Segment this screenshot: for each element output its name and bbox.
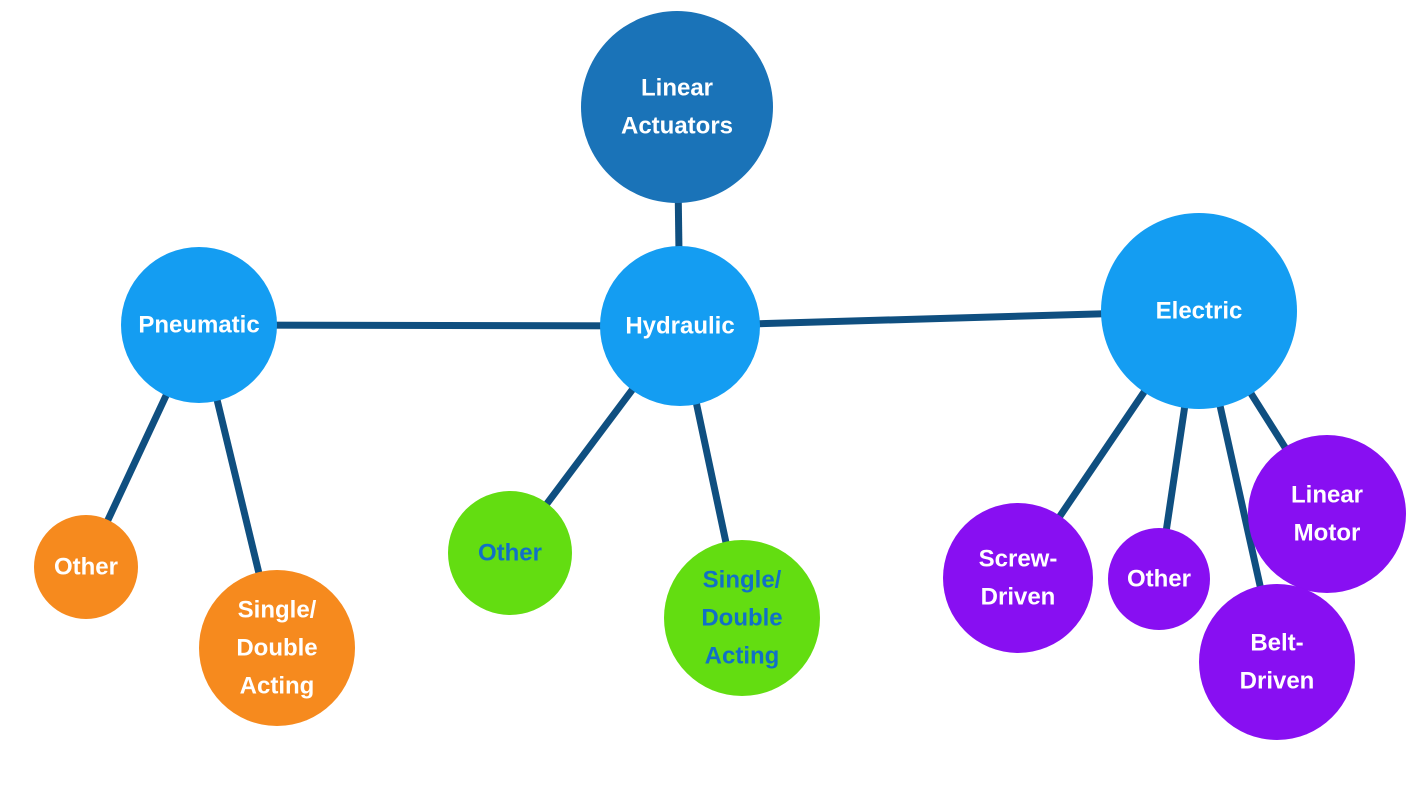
node-circle-linear-actuators [581, 11, 773, 203]
node-circle-electric-belt-driven [1199, 584, 1355, 740]
node-electric-belt-driven: Belt-Driven [1199, 584, 1355, 740]
node-electric: Electric [1101, 213, 1297, 409]
node-circle-electric-linear-motor [1248, 435, 1406, 593]
node-circle-pneumatic [121, 247, 277, 403]
node-hydraulic-other: Other [448, 491, 572, 615]
node-hydraulic: Hydraulic [600, 246, 760, 406]
node-circle-pneumatic-other [34, 515, 138, 619]
node-circle-electric [1101, 213, 1297, 409]
node-pneumatic-other: Other [34, 515, 138, 619]
node-circle-hydraulic [600, 246, 760, 406]
node-circle-electric-other [1108, 528, 1210, 630]
node-circle-hydraulic-other [448, 491, 572, 615]
node-electric-other: Other [1108, 528, 1210, 630]
node-circle-hydraulic-single-double [664, 540, 820, 696]
node-circle-pneumatic-single-double [199, 570, 355, 726]
edge-pneumatic-to-hydraulic [198, 321, 681, 330]
node-circle-electric-screw-driven [943, 503, 1093, 653]
node-pneumatic: Pneumatic [121, 247, 277, 403]
node-electric-screw-driven: Screw-Driven [943, 503, 1093, 653]
